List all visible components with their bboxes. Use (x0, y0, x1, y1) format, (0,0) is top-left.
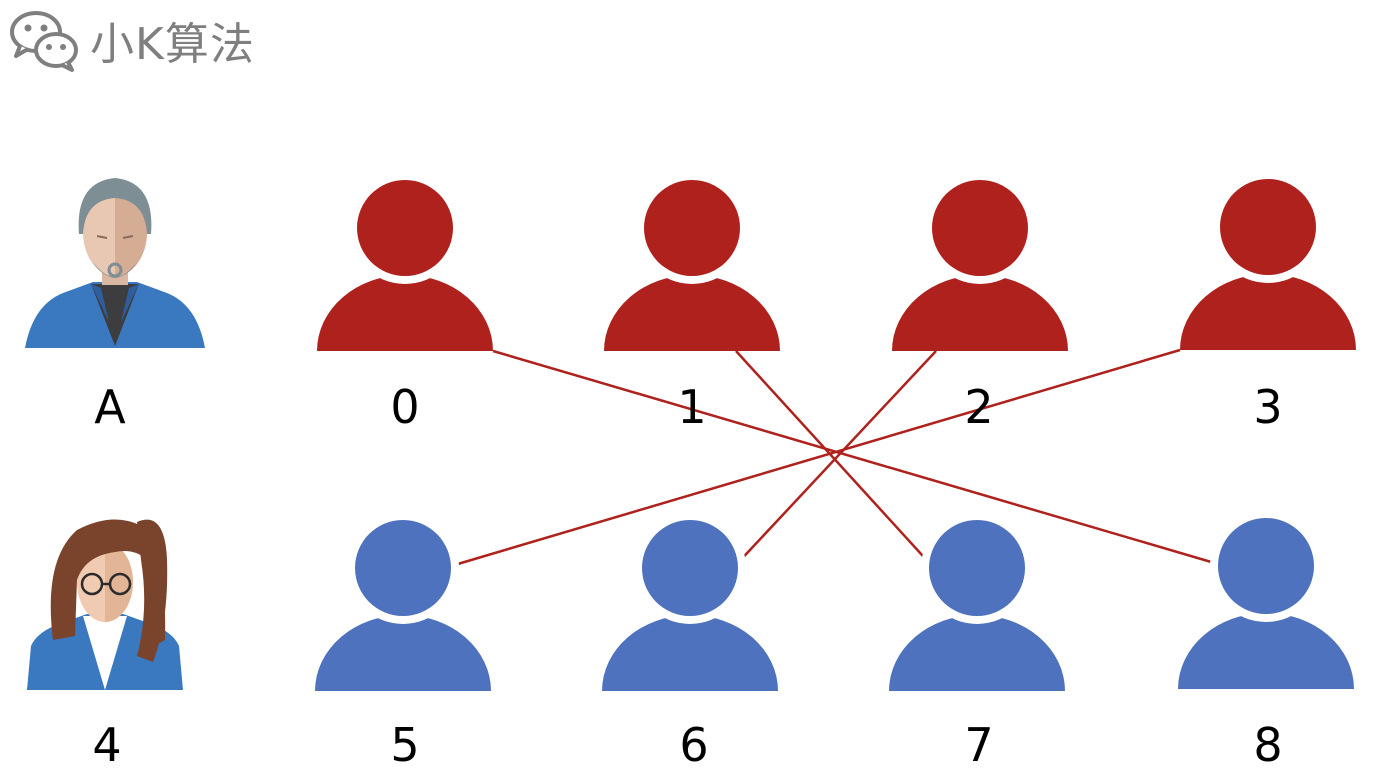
wechat-icon (10, 11, 78, 72)
connection-lines (450, 348, 1219, 568)
user-2-icon (892, 172, 1068, 351)
user-label: 8 (1253, 718, 1283, 772)
connection-line-0-8 (492, 349, 1219, 566)
avatar-label-a: A (94, 380, 126, 434)
user-1-icon (604, 172, 780, 351)
user-0-icon (317, 172, 493, 351)
brand-name: 小K算法 (90, 19, 255, 70)
man-avatar-icon (25, 178, 205, 348)
connection-line-3-5 (450, 348, 1181, 568)
woman-avatar-icon (27, 519, 183, 690)
user-label: 7 (964, 718, 994, 772)
user-8-icon (1178, 510, 1354, 689)
user-6-icon (602, 512, 778, 691)
user-label: 6 (679, 718, 709, 772)
user-label: 5 (390, 718, 420, 772)
user-label: 1 (677, 380, 707, 434)
avatar-label-4: 4 (92, 718, 122, 772)
user-label: 3 (1253, 380, 1283, 434)
connection-line-2-6 (734, 350, 937, 567)
user-5-icon (315, 512, 491, 691)
user-label: 2 (964, 380, 994, 434)
user-label: 0 (390, 380, 420, 434)
brand: 小K算法 (8, 8, 255, 72)
user-nodes (315, 171, 1356, 691)
user-7-icon (889, 512, 1065, 691)
user-3-icon (1180, 171, 1356, 350)
